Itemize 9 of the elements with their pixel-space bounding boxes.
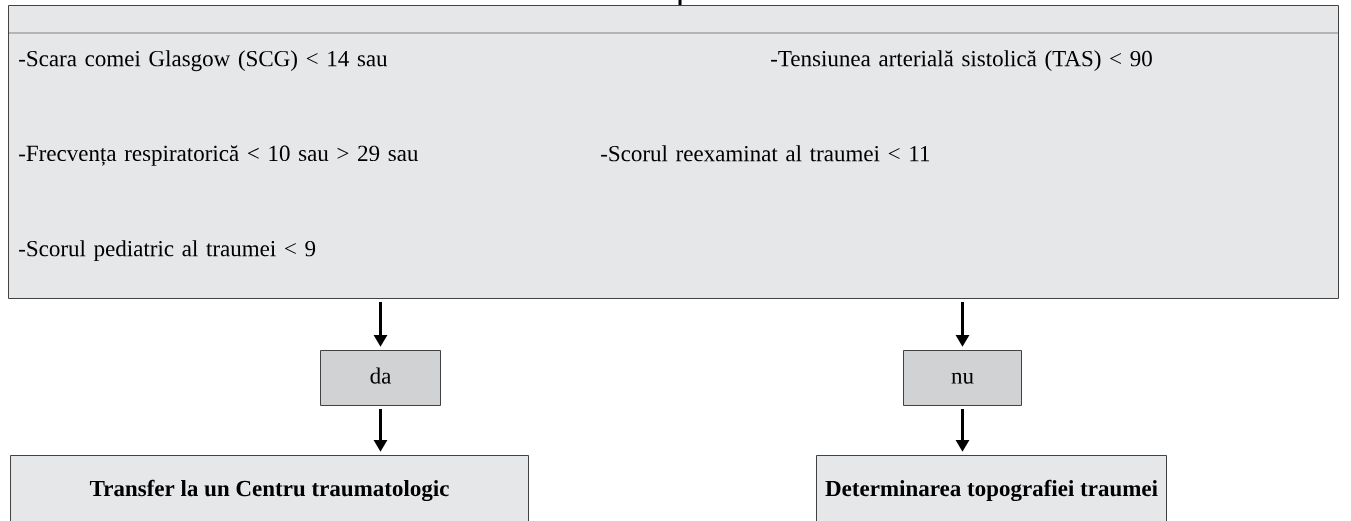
outcome-box: Determinarea topografiei traumei xyxy=(816,455,1167,521)
criterion-text: -Scorul pediatric al traumei < 9 xyxy=(19,240,316,262)
answer-box: da xyxy=(320,350,441,406)
answer-box: nu xyxy=(903,350,1022,406)
criterion-text: -Frecvența respiratorică < 10 sau > 29 sau xyxy=(19,145,419,166)
criterion-text: -Tensiunea arterială sistolică (TAS) < 90 xyxy=(771,50,1152,72)
outcome-box: Transfer la un Centru traumatologic xyxy=(10,455,529,521)
criterion-text: -Scara comei Glasgow (SCG) < 14 sau xyxy=(19,50,388,72)
criterion-text: -Scorul reexaminat al traumei < 11 xyxy=(601,145,930,162)
